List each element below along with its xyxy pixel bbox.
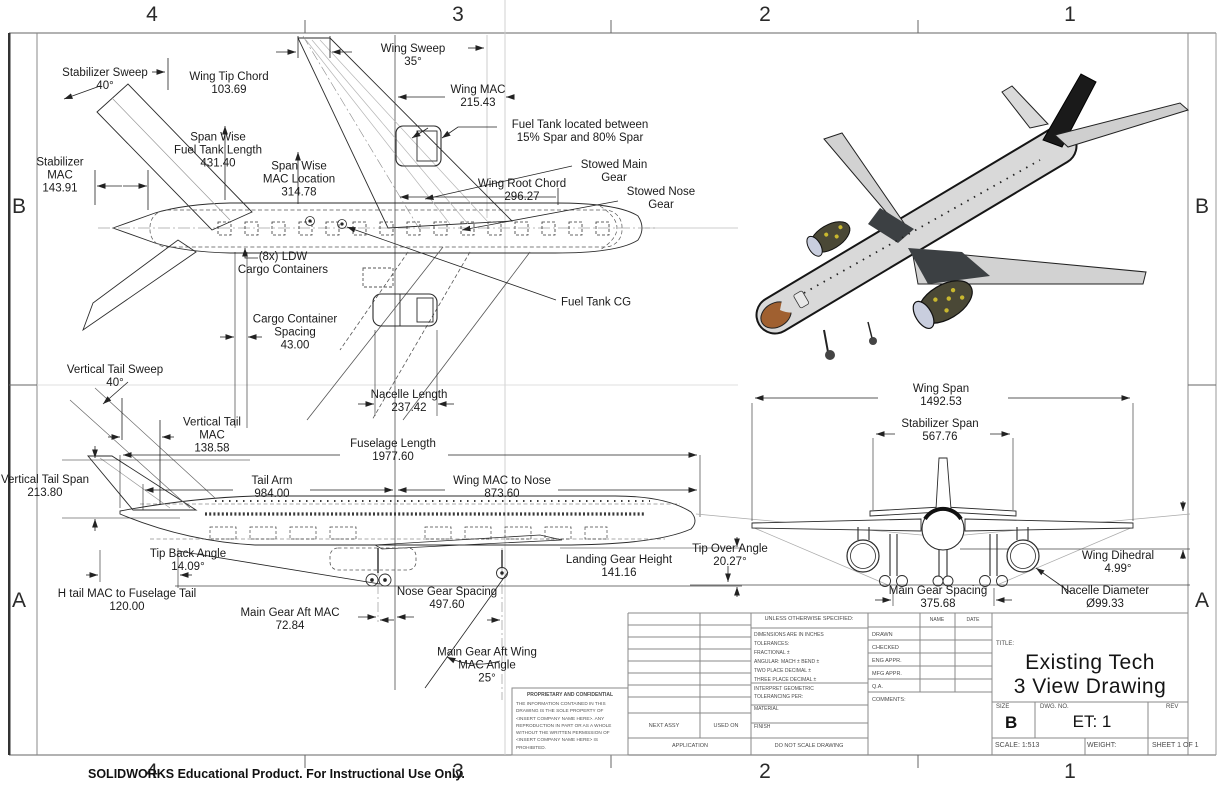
tb-rev-label: REV [1166, 704, 1179, 710]
tb-date-header: DATE [966, 617, 980, 623]
tb-title-line2: 3 View Drawing [1013, 675, 1167, 698]
sheet-frame [7, 20, 1217, 768]
front-view [690, 395, 1191, 606]
zone-row-a-right: A [1194, 589, 1210, 612]
zone-col-4-top: 4 [146, 3, 158, 26]
tb-dwg-label: DWG. NO. [1040, 704, 1069, 710]
zone-col-1-top: 1 [1064, 3, 1076, 26]
tb-title-line1: Existing Tech [1025, 651, 1155, 674]
tb-material: MATERIAL [754, 706, 779, 712]
side-view [62, 381, 742, 700]
zone-col-3-top: 3 [452, 3, 464, 26]
tb-name-header: NAME [929, 617, 945, 623]
zone-col-2-bottom: 2 [759, 760, 771, 783]
tb-finish: FINISH [754, 724, 771, 730]
zone-row-b-right: B [1194, 195, 1210, 218]
tb-title-label: TITLE: [996, 641, 1015, 647]
solidworks-educational-note: SOLIDWORKS Educational Product. For Inst… [88, 767, 465, 781]
tb-proprietary-title: PROPRIETARY AND CONFIDENTIAL [526, 692, 614, 698]
zone-col-2-top: 2 [759, 3, 771, 26]
tb-application: APPLICATION [672, 743, 708, 749]
tb-scale: SCALE: 1:513 [995, 742, 1040, 749]
zone-row-b-left: B [11, 195, 27, 218]
tb-proprietary-body: THE INFORMATION CONTAINED IN THIS DRAWIN… [516, 701, 612, 750]
airplane-3d-render [755, 73, 1190, 360]
tb-unless-otherwise: UNLESS OTHERWISE SPECIFIED: [764, 616, 854, 622]
tb-size-value: B [1005, 713, 1018, 732]
tb-used-on: USED ON [713, 723, 739, 729]
tb-size-label: SIZE [996, 704, 1010, 710]
tb-sheet: SHEET 1 OF 1 [1152, 742, 1199, 749]
top-view [63, 35, 738, 428]
tb-next-assy: NEXT ASSY [648, 723, 680, 729]
tb-weight: WEIGHT: [1087, 742, 1117, 749]
dim-fuel-tank-cg: Fuel Tank CG [560, 296, 632, 309]
title-block-lines [511, 612, 1188, 756]
zone-col-1-bottom: 1 [1064, 760, 1076, 783]
zone-row-a-left: A [11, 589, 27, 612]
tb-dwg-number: ET: 1 [1072, 712, 1112, 731]
reference-lines [37, 0, 738, 755]
zone-col-3-bottom: 3 [452, 760, 464, 783]
zone-col-4-bottom: 4 [146, 760, 158, 783]
tb-do-not-scale: DO NOT SCALE DRAWING [774, 743, 844, 749]
